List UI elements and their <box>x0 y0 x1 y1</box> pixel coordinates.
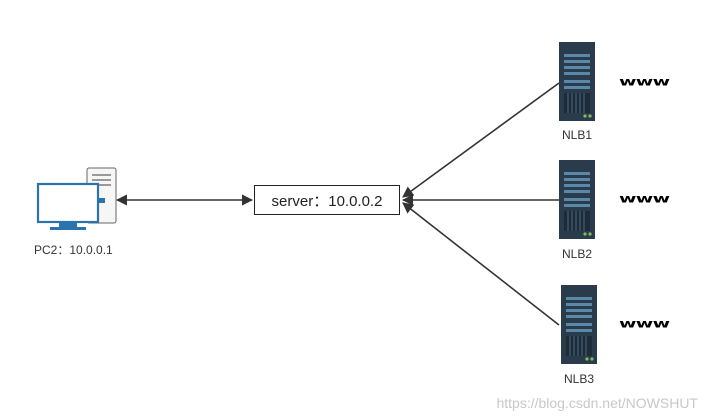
watermark: https://blog.csdn.net/NOWSHUT <box>496 395 698 411</box>
nlb3-server-icon <box>561 285 597 364</box>
www-icon-nlb3: www <box>619 317 670 331</box>
nlb1-label: NLB1 <box>562 128 593 142</box>
nlb1-server-icon <box>559 42 595 121</box>
www-icon-nlb2: www <box>619 192 670 206</box>
www-icon-nlb1: www <box>619 75 670 89</box>
server-node: server：10.0.0.2 <box>254 185 400 215</box>
server-label: server：10.0.0.2 <box>271 192 383 210</box>
nlb2-server-icon <box>559 160 595 239</box>
desktop-pc-icon <box>36 167 117 230</box>
pc-label: PC2：10.0.0.1 <box>34 243 113 257</box>
connector-nlb1-server <box>402 82 560 198</box>
connector-nlb3-server <box>402 202 560 326</box>
nlb3-label: NLB3 <box>564 372 595 386</box>
nlb2-label: NLB2 <box>562 247 593 261</box>
